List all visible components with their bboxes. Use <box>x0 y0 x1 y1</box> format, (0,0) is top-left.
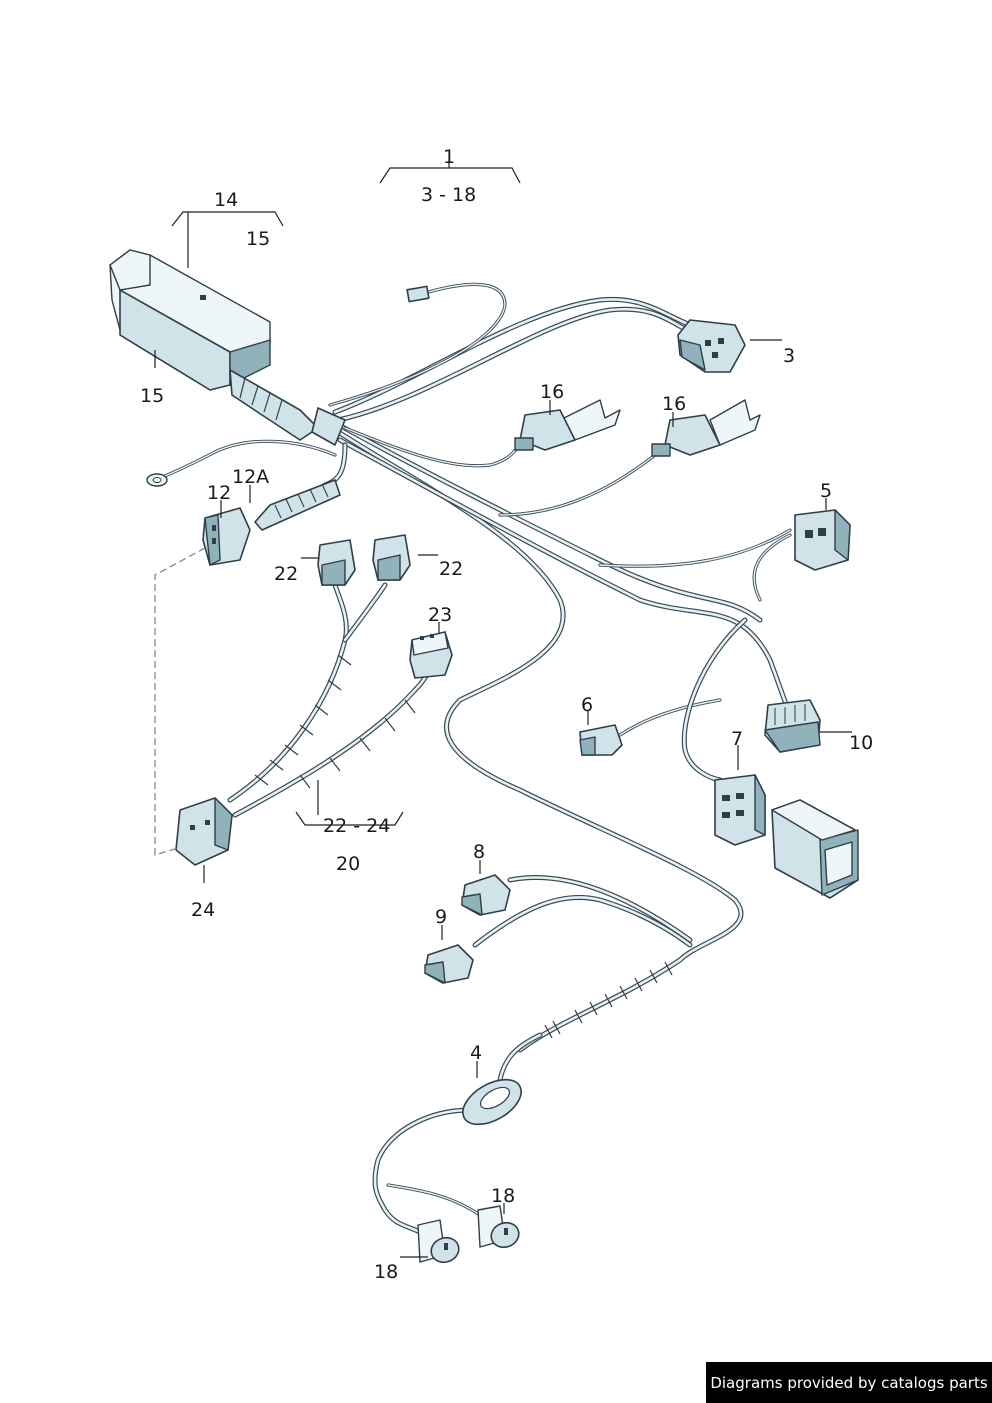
connector-24 <box>175 797 233 866</box>
callout-4: 4 <box>470 1042 483 1064</box>
wire-bundle <box>158 282 793 1235</box>
control-unit <box>109 249 346 446</box>
callout-15: 15 <box>140 385 165 407</box>
connector-23 <box>409 631 453 679</box>
callout-22-left: 22 <box>274 563 299 585</box>
esp-switch <box>771 799 859 899</box>
callout-1-range: 3 - 18 <box>421 184 477 206</box>
sensor-plug-top <box>406 285 430 303</box>
callout-9: 9 <box>435 906 448 928</box>
callout-14-range: 15 <box>246 228 271 250</box>
grommet-4 <box>462 1078 522 1126</box>
callout-5: 5 <box>820 480 833 502</box>
connector-7 <box>714 774 766 846</box>
spiral-wrap <box>254 654 673 1039</box>
callout-7: 7 <box>731 728 744 750</box>
ground-ring-terminal <box>146 473 168 487</box>
callout-22-right: 22 <box>439 558 464 580</box>
callout-1: 1 <box>443 146 456 168</box>
callout-12: 12 <box>207 482 232 504</box>
callout-24: 24 <box>191 899 216 921</box>
connector-3 <box>677 319 746 373</box>
callout-12a: 12A <box>232 466 270 488</box>
sensor-18-right <box>477 1205 520 1249</box>
callout-10: 10 <box>849 732 874 754</box>
callout-18-right: 18 <box>491 1185 516 1207</box>
callout-14: 14 <box>214 189 239 211</box>
callout-23: 23 <box>428 604 453 626</box>
callout-20: 20 <box>336 853 361 875</box>
callout-8: 8 <box>473 841 486 863</box>
connector-6 <box>579 724 623 756</box>
connector-10 <box>764 699 821 753</box>
footer-credit: Diagrams provided by catalogs parts <box>706 1362 992 1403</box>
callout-3: 3 <box>783 345 796 367</box>
connector-12 <box>202 479 341 566</box>
callout-6: 6 <box>581 694 594 716</box>
bracket-sensor-16-right <box>651 399 761 457</box>
callout-16-left: 16 <box>540 381 565 403</box>
connector-9 <box>424 944 474 984</box>
sensor-18-left <box>417 1219 460 1264</box>
connector-5 <box>794 509 851 571</box>
connector-22-left <box>317 539 356 586</box>
assignment-dashed-line <box>154 547 206 856</box>
connector-8 <box>461 874 511 916</box>
connector-22-right <box>372 534 411 581</box>
callout-16-right: 16 <box>662 393 687 415</box>
bracket-sensor-16-left <box>514 399 621 451</box>
callout-18-left: 18 <box>374 1261 399 1283</box>
leader-lines <box>154 160 852 1258</box>
callout-22-24: 22 - 24 <box>323 815 391 837</box>
